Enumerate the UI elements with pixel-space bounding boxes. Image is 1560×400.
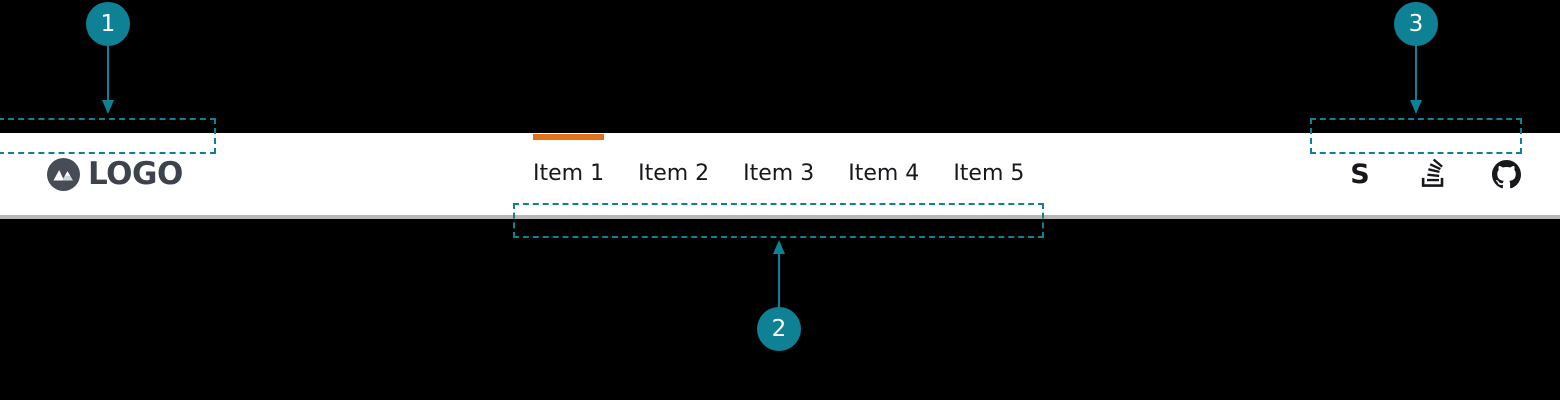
stack-overflow-icon[interactable] [1417, 158, 1449, 190]
nav-item-2[interactable]: Item 2 [638, 161, 710, 186]
annotation-arrow-2 [773, 240, 785, 310]
github-icon[interactable] [1490, 158, 1522, 190]
nav-item-4[interactable]: Item 4 [848, 161, 920, 186]
skype-s-glyph: S [1350, 158, 1370, 190]
annotation-marker-3: 3 [1394, 2, 1438, 46]
annotation-arrow-1 [102, 44, 114, 114]
annotation-marker-1-label: 1 [100, 10, 116, 37]
annotation-marker-3-label: 3 [1408, 10, 1424, 37]
nav-item-5[interactable]: Item 5 [953, 161, 1025, 186]
brand-name: LOGO [88, 155, 183, 192]
nav-item-3[interactable]: Item 3 [743, 161, 815, 186]
mountain-circle-icon [47, 157, 80, 191]
social-links: S [1344, 133, 1522, 215]
annotation-marker-2-label: 2 [771, 315, 787, 342]
site-header: LOGO Item 1 Item 2 Item 3 Item 4 Item 5 … [0, 133, 1560, 219]
nav-item-1[interactable]: Item 1 [533, 133, 605, 215]
skype-s-icon[interactable]: S [1344, 158, 1376, 190]
annotation-marker-1: 1 [86, 2, 130, 46]
annotation-marker-2: 2 [757, 307, 801, 351]
brand-logo[interactable]: LOGO [47, 133, 183, 215]
annotation-arrow-3 [1410, 44, 1422, 114]
primary-nav: Item 1 Item 2 Item 3 Item 4 Item 5 [533, 133, 1024, 215]
